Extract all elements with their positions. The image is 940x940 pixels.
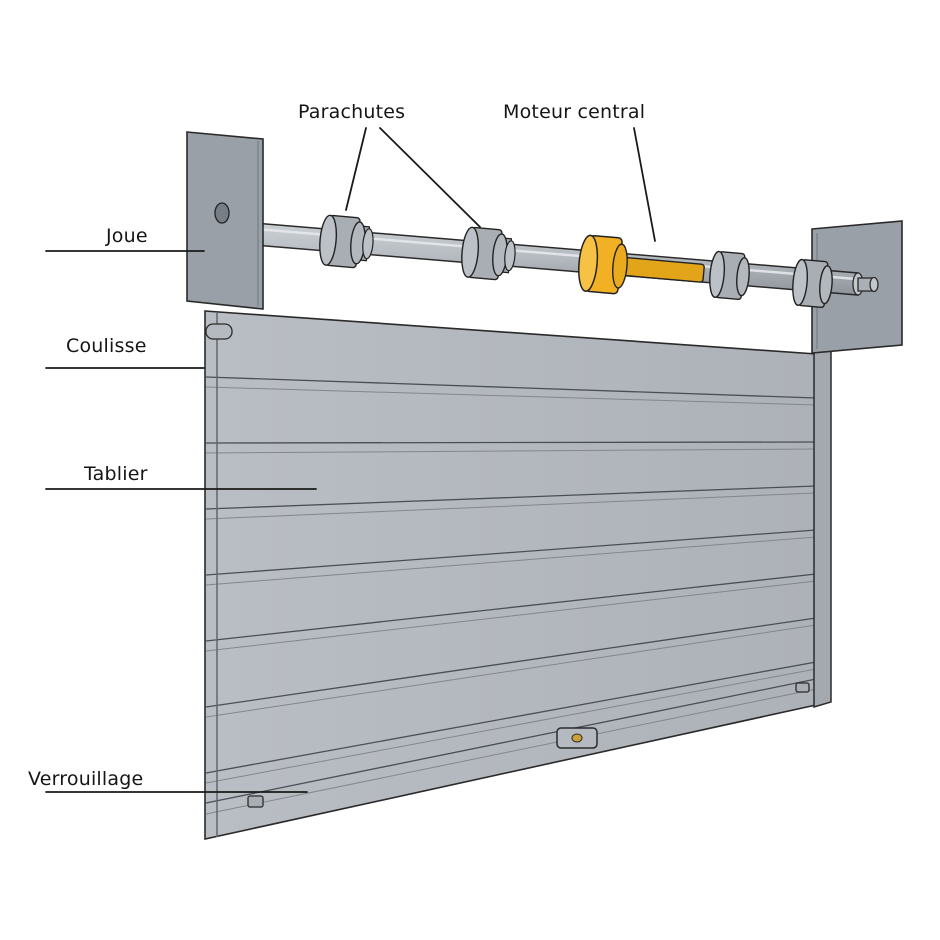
joue-side-plate xyxy=(186,131,264,310)
label-moteur-central: Moteur central xyxy=(503,101,646,123)
leader-parachute-1 xyxy=(345,127,367,211)
label-joue: Joue xyxy=(106,225,148,247)
rail-clip xyxy=(205,323,233,340)
slat-groove-lines xyxy=(205,386,817,815)
label-tablier: Tablier xyxy=(84,463,148,485)
label-coulisse: Coulisse xyxy=(66,335,147,357)
label-parachutes: Parachutes xyxy=(298,101,406,123)
leader-lines xyxy=(45,127,656,793)
latch-bottom-right xyxy=(795,682,810,693)
joue-axle-hole xyxy=(214,202,230,224)
leader-parachute-2 xyxy=(379,127,481,228)
right-rail-coulisse xyxy=(813,347,832,709)
parachute-collar-1 xyxy=(319,214,374,269)
central-motor xyxy=(578,234,705,295)
lock-bottom-left xyxy=(247,795,264,808)
collar-4 xyxy=(792,258,833,309)
label-verrouillage: Verrouillage xyxy=(28,768,144,790)
curtain-tablier xyxy=(204,310,817,840)
collar-3 xyxy=(709,250,750,301)
leader-motor xyxy=(633,127,656,242)
parachute-collar-2 xyxy=(461,226,516,281)
slat-lines xyxy=(205,376,817,804)
lock-verrouillage xyxy=(556,727,598,749)
